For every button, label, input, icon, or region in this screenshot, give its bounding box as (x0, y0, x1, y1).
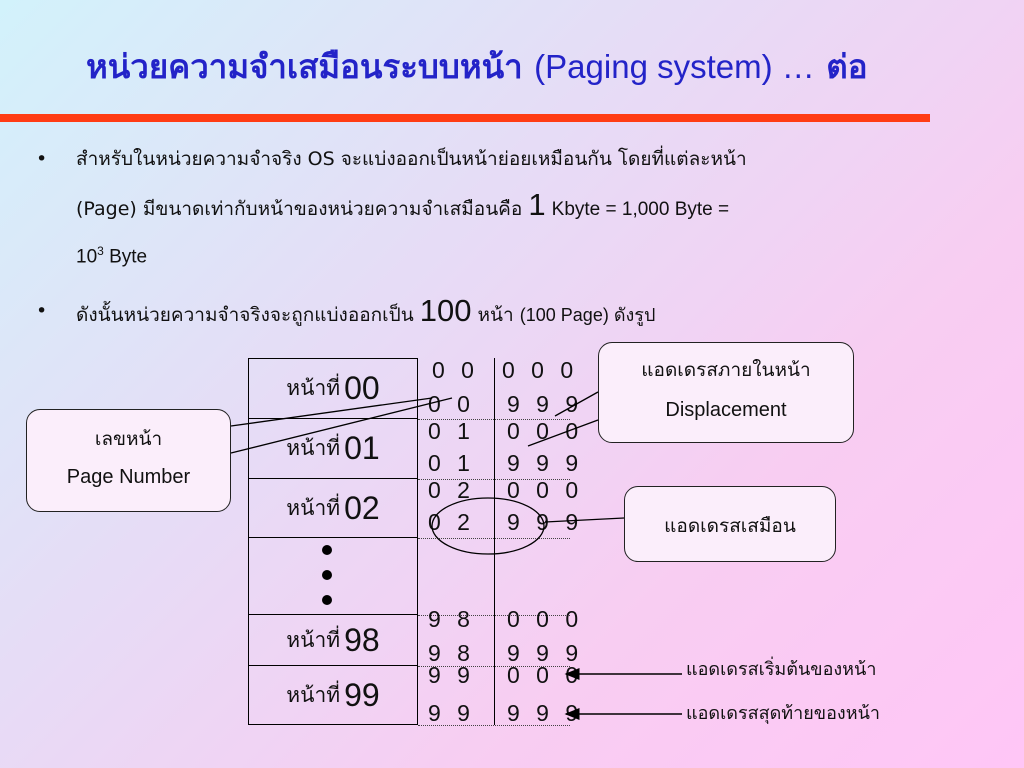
address-end-page: 0 2 (428, 509, 475, 535)
address-start-page: 0 1 (428, 418, 475, 444)
address-end-page: 9 9 (428, 700, 475, 726)
page-number: 99 (344, 676, 380, 713)
slide-title: หน่วยความจำเสมือนระบบหน้า (Paging system… (86, 40, 868, 93)
bullet-2-text-b: หน้า (477, 304, 514, 326)
address-end-displacement: 9 9 9 (507, 509, 584, 535)
virtual-address-callout: แอดเดรสเสมือน (624, 486, 836, 562)
page-label: หน้าที่ (286, 682, 341, 707)
bullet-1-size-value: 1 (528, 187, 546, 222)
address-start-displacement: 0 0 0 (507, 662, 584, 688)
address-end-page: 0 0 (428, 391, 475, 417)
ellipsis-dot (322, 545, 332, 555)
page-cell-99: หน้าที่99 (248, 665, 418, 725)
title-continued: ต่อ (826, 47, 868, 86)
page-number: 00 (344, 370, 380, 406)
page-label: หน้าที่ (286, 376, 341, 400)
bullet-1-power-exp: 3 (97, 244, 104, 258)
address-start-displacement: 0 0 0 (502, 357, 579, 383)
address-separator (418, 666, 570, 667)
address-separator (418, 538, 570, 539)
bullet-1-line-1: สำหรับในหน่วยความจำจริง OS จะแบ่งออกเป็น… (76, 148, 747, 170)
address-end-displacement: 9 9 9 (507, 700, 584, 726)
page-label: หน้าที่ (286, 436, 341, 460)
bullet-1-line-3: 103 Byte (76, 228, 147, 280)
page-cell-98: หน้าที่98 (248, 614, 418, 666)
displacement-english: Displacement (665, 399, 787, 421)
page-number-thai: เลขหน้า (94, 428, 163, 450)
page-start-address-note: แอดเดรสเริ่มต้นของหน้า (686, 659, 877, 680)
bullet-2: ดังนั้นหน่วยความจำจริงจะถูกแบ่งออกเป็น 1… (76, 288, 655, 338)
title-english: (Paging system) … (534, 48, 815, 85)
bullet-1-unit: Byte (109, 246, 148, 268)
address-end-displacement: 9 9 9 (507, 391, 584, 417)
page-cell-01: หน้าที่01 (248, 418, 418, 479)
address-start-displacement: 0 0 0 (507, 606, 584, 632)
bullet-1-text-a: (Page) มีขนาดเท่ากับหน้าของหน่วยความจำเส… (76, 198, 523, 220)
address-start-displacement: 0 0 0 (507, 418, 584, 444)
bullet-marker: • (36, 300, 48, 322)
displacement-thai: แอดเดรสภายในหน้า (641, 359, 811, 381)
page-label: หน้าที่ (286, 627, 341, 652)
bullet-2-text-c: (100 Page) ดังรูป (519, 305, 656, 325)
ellipsis-dot (322, 570, 332, 580)
page-number-callout: เลขหน้า Page Number (26, 409, 231, 512)
title-underline (0, 114, 930, 122)
address-start-page: 0 2 (428, 477, 475, 503)
address-end-page: 0 1 (428, 450, 475, 476)
bullet-marker: • (36, 148, 48, 170)
page-number: 02 (344, 489, 380, 526)
address-start-page: 9 8 (428, 606, 475, 632)
address-separator (418, 725, 570, 726)
page-cell-ellipsis (248, 537, 418, 615)
address-start-page: 0 0 (432, 357, 479, 383)
virtual-address-thai: แอดเดรสเสมือน (664, 515, 796, 537)
address-start-page: 9 9 (428, 662, 475, 688)
address-separator (418, 615, 570, 616)
page-cell-00: หน้าที่00 (248, 358, 418, 419)
address-start-displacement: 0 0 0 (507, 477, 584, 503)
page-number-english: Page Number (66, 466, 191, 488)
title-thai: หน่วยความจำเสมือนระบบหน้า (86, 47, 523, 86)
address-end-page: 9 8 (428, 640, 475, 666)
page-number: 01 (344, 430, 380, 466)
ellipsis-dot (322, 595, 332, 605)
page-end-address-note: แอดเดรสสุดท้ายของหน้า (686, 703, 880, 724)
page-number: 98 (344, 621, 380, 658)
bullet-1-line-2: (Page) มีขนาดเท่ากับหน้าของหน่วยความจำเส… (76, 182, 729, 233)
address-separator (418, 479, 570, 480)
page-label: หน้าที่ (286, 495, 341, 520)
displacement-callout: แอดเดรสภายในหน้า Displacement (598, 342, 854, 443)
bullet-2-page-count: 100 (419, 293, 472, 328)
bullet-1-text-b: Kbyte = 1,000 Byte = (551, 199, 730, 220)
bullet-2-text-a: ดังนั้นหน่วยความจำจริงจะถูกแบ่งออกเป็น (76, 304, 414, 326)
address-column-divider (494, 358, 495, 725)
bullet-1-power-base: 10 (76, 246, 98, 268)
address-separator (418, 419, 570, 420)
page-cell-02: หน้าที่02 (248, 478, 418, 538)
address-end-displacement: 9 9 9 (507, 450, 584, 476)
address-end-displacement: 9 9 9 (507, 640, 584, 666)
